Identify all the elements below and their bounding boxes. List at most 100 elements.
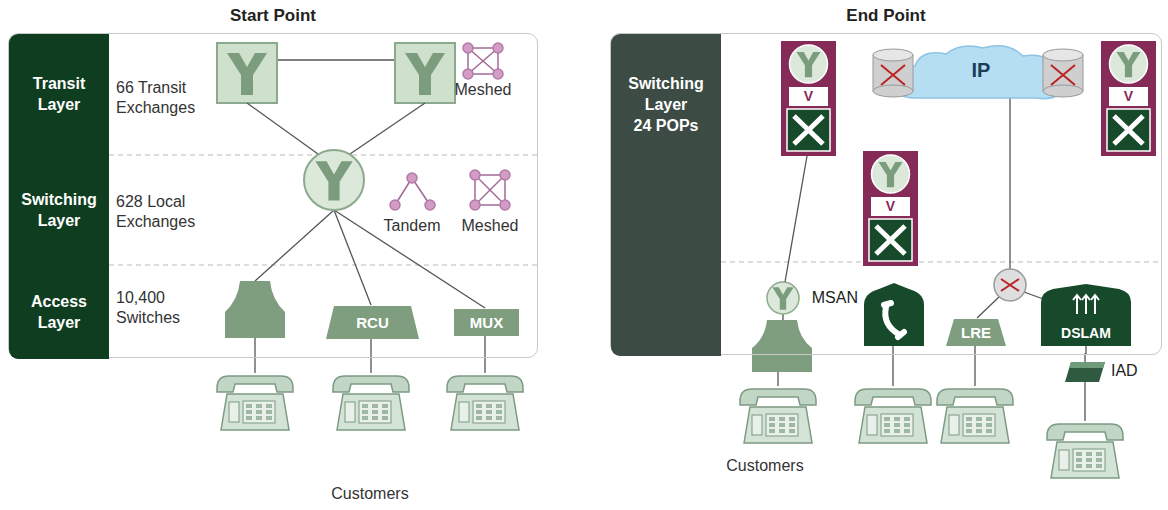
transit-exchange-part [227, 53, 267, 95]
transit-exchange-part [277, 59, 395, 60]
subscriber-line [255, 335, 485, 373]
local-exchange [304, 150, 364, 210]
annotation-label: 66 Transit Exchanges [116, 78, 216, 118]
tandem-icon-part-part [407, 173, 417, 183]
local-exchange-part [315, 161, 352, 200]
node-label: Transit Layer [15, 74, 103, 116]
layer-band: Transit Layer [9, 34, 109, 156]
node-label: End Point [611, 6, 1161, 26]
trunk-line-part [247, 103, 318, 154]
rect-drawing [454, 309, 519, 336]
access-switch-part [225, 281, 285, 338]
layer-divider-part [721, 262, 1161, 263]
layer-divider [109, 155, 537, 265]
node-label: IP [871, 59, 1091, 82]
tandem-icon-part-part [425, 200, 435, 210]
node-label: V [871, 197, 910, 216]
layer-band: Switching Layer [9, 156, 109, 266]
edge-router [994, 269, 1026, 301]
subscriber-line-part [484, 335, 485, 373]
layer-band: Access Layer [9, 266, 109, 359]
trap-drawing [946, 319, 1006, 346]
node-label: Switching Layer [617, 74, 715, 116]
subscriber-line-part [370, 338, 371, 373]
msan-unit: MSAN [864, 283, 924, 346]
meshed-icon [470, 170, 510, 210]
iad-drawing [1065, 362, 1105, 382]
node-label: RCU [356, 314, 389, 331]
node-label: MSAN [812, 289, 858, 307]
customer-phone-part [855, 389, 931, 443]
node-label: V [1109, 87, 1148, 106]
annotation-label: Meshed [460, 216, 520, 236]
network-line [778, 98, 1085, 421]
customer-phone-part [333, 376, 409, 430]
layer-divider [721, 262, 1161, 263]
customer-phone-part [447, 376, 523, 430]
meshed-icon-part-part [463, 43, 473, 53]
meshed-icon-part [475, 175, 505, 205]
vbox-drawing [863, 151, 918, 266]
meshed-icon-part [475, 175, 505, 205]
layer-divider-part [109, 265, 537, 266]
mux-unit: MUX [454, 309, 519, 336]
pop-node: V [781, 41, 836, 156]
node-label: LRE [961, 324, 991, 341]
meshed-icon-part [463, 43, 503, 79]
network-line-part [977, 296, 1000, 318]
layer-band: Switching Layer24 POPs [611, 34, 721, 356]
connector-line [1085, 346, 1086, 362]
trap-drawing [326, 306, 419, 339]
tandem-icon-part [390, 173, 435, 210]
ip-cloud: IP [871, 41, 1091, 106]
edge-router-part [1001, 279, 1019, 291]
meshed-icon-part-part [500, 170, 510, 180]
meshed-icon [463, 43, 503, 79]
network-line-part [974, 345, 975, 386]
annotation-label: Tandem [377, 216, 447, 236]
customer-phone-part [937, 389, 1013, 443]
transit-exchange-part [405, 53, 445, 95]
iad-device: IAD [1065, 362, 1105, 382]
annotation-label: 10,400 Switches [116, 288, 216, 328]
trunk-line [247, 103, 485, 308]
local-switch-part [767, 282, 799, 314]
network-line-part [1009, 98, 1010, 270]
customer-phone-part [740, 389, 816, 443]
trunk-line-part [334, 210, 371, 305]
rcu-unit: RCU [326, 306, 419, 339]
access-switch [752, 320, 812, 372]
meshed-icon-part [468, 48, 498, 74]
annotation-label: 628 Local Exchanges [116, 192, 216, 232]
customer-phone-part [217, 376, 293, 430]
msan-outline [864, 283, 924, 346]
local-exchange-part [304, 150, 364, 210]
meshed-icon-part-part [463, 69, 473, 79]
pop-node: V [1101, 41, 1156, 156]
customer-phone [217, 376, 523, 430]
local-switch [767, 282, 799, 314]
meshed-icon-part-part [470, 200, 480, 210]
meshed-icon-part-part [493, 43, 503, 53]
local-switch-part [772, 287, 793, 309]
meshed-icon-part-part [500, 200, 510, 210]
annotation-label: Customers [700, 456, 830, 476]
network-line-part [785, 156, 807, 282]
subscriber-line-part [254, 338, 255, 373]
node-label: Access Layer [15, 292, 103, 334]
network-line-part [782, 314, 783, 321]
vbox-drawing [1101, 41, 1156, 156]
tandem-icon [390, 173, 435, 210]
trunk-line-part [255, 210, 334, 281]
node-label: DSLAM [1041, 325, 1131, 341]
trunk-line-part [350, 103, 425, 154]
vbox-drawing [781, 41, 836, 156]
pop-node: V [863, 151, 918, 266]
dslam-drawing [1041, 284, 1131, 346]
meshed-icon-part-part [493, 69, 503, 79]
meshed-icon-part [470, 170, 510, 210]
customer-phone-part [1047, 424, 1123, 478]
node-label: IAD [1111, 362, 1138, 380]
annotation-label: Customers [305, 484, 435, 504]
